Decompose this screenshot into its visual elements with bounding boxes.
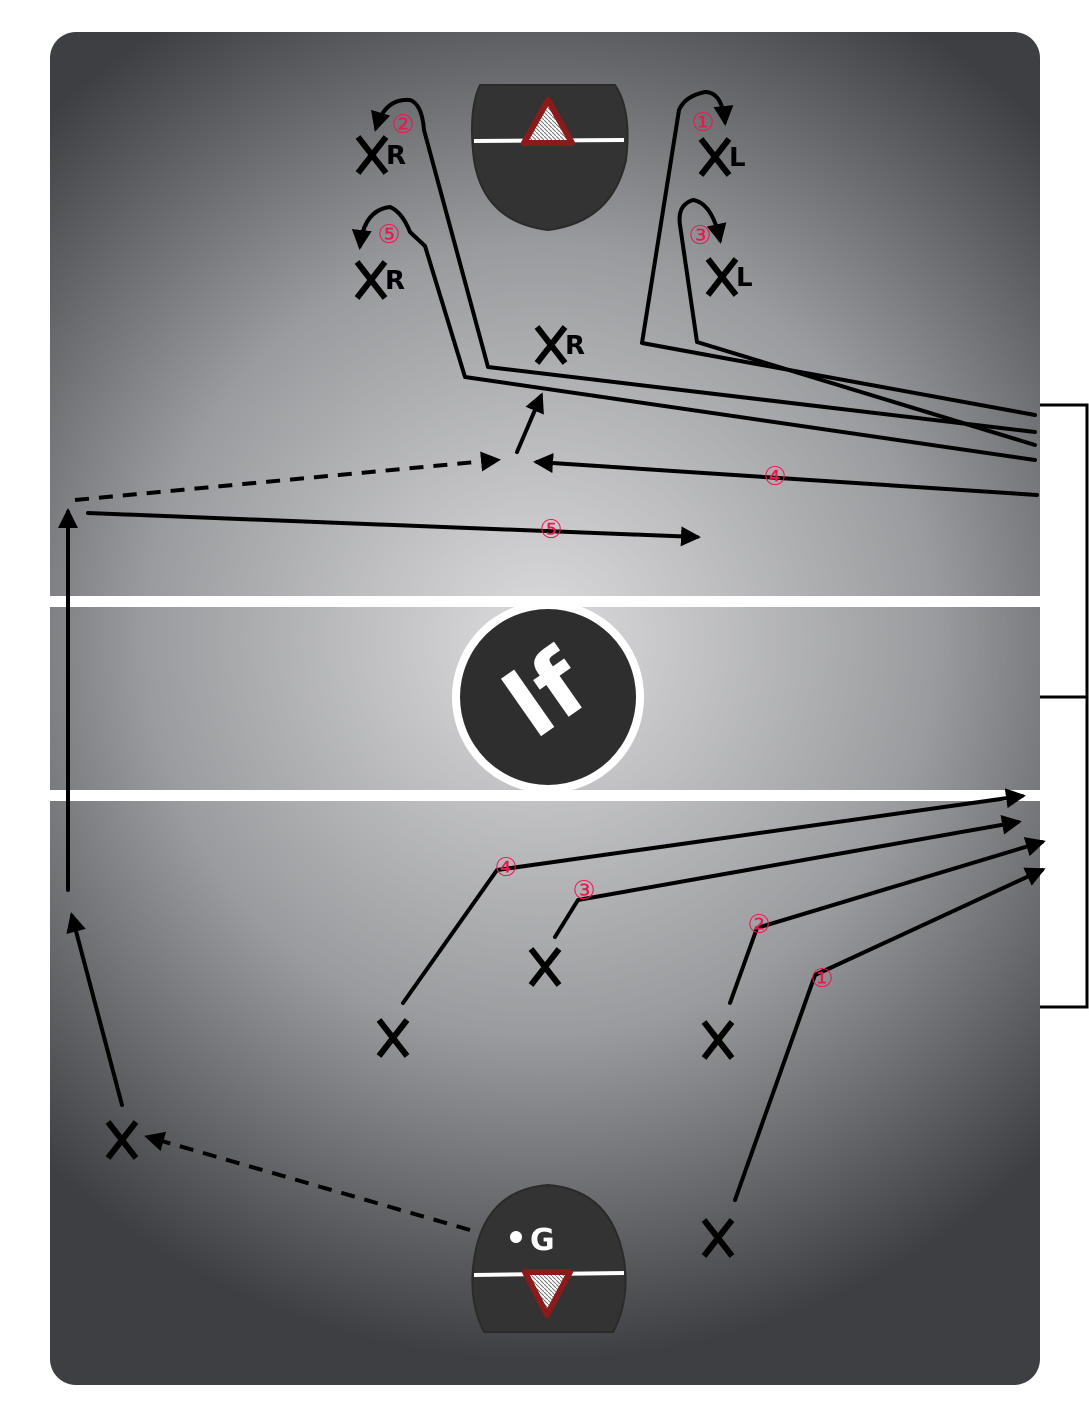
player-top-1[interactable]: R bbox=[355, 135, 406, 175]
player-bottom-1[interactable] bbox=[528, 947, 562, 987]
goal-net-icon bbox=[522, 1269, 573, 1318]
route-1 bbox=[640, 90, 1037, 417]
player-top-2[interactable]: R bbox=[354, 260, 405, 300]
route-number: ④ bbox=[494, 853, 517, 883]
player-top-3[interactable]: R bbox=[534, 325, 585, 365]
route-number: ② bbox=[391, 110, 414, 140]
route-number: ① bbox=[810, 964, 833, 994]
bottom-goal: G bbox=[471, 1183, 627, 1333]
route-number: ⑤ bbox=[377, 220, 400, 250]
player-bottom-2[interactable] bbox=[376, 1018, 410, 1058]
route-number: ③ bbox=[572, 876, 595, 906]
route-b3 bbox=[553, 814, 1022, 939]
svg-text:R: R bbox=[385, 266, 405, 296]
player-bottom-3[interactable] bbox=[701, 1020, 735, 1060]
route-number: ③ bbox=[688, 221, 711, 251]
route-numbers: ② ⑤ ① ③ ④ ⑤ ④ ③ ② ① bbox=[377, 108, 833, 994]
route-b2 bbox=[728, 837, 1046, 1005]
route-b1 bbox=[733, 867, 1046, 1202]
routes bbox=[58, 90, 1046, 1232]
svg-text:R: R bbox=[386, 141, 406, 171]
route-left-diag bbox=[66, 912, 124, 1107]
svg-text:L: L bbox=[729, 143, 746, 173]
route-4-pass bbox=[533, 453, 1039, 497]
route-cut bbox=[515, 392, 544, 454]
midfield-line-bottom bbox=[50, 790, 1040, 801]
route-number: ① bbox=[691, 108, 714, 138]
route-b4 bbox=[401, 788, 1026, 1005]
player-top-4[interactable]: L bbox=[698, 137, 746, 177]
route-number: ④ bbox=[763, 462, 786, 492]
player-bottom-5[interactable] bbox=[105, 1120, 139, 1160]
goalie-label: G bbox=[530, 1223, 555, 1258]
top-goal bbox=[471, 84, 629, 232]
route-dashed-bottom bbox=[144, 1131, 471, 1232]
route-5-pass bbox=[86, 511, 701, 547]
ball-icon bbox=[510, 1231, 522, 1243]
player-top-5[interactable]: L bbox=[705, 257, 753, 297]
bracket bbox=[1040, 403, 1089, 1009]
svg-text:L: L bbox=[736, 263, 753, 293]
player-bottom-4[interactable] bbox=[701, 1218, 735, 1258]
route-number: ⑤ bbox=[539, 515, 562, 545]
goal-net-icon bbox=[521, 97, 575, 146]
route-3 bbox=[677, 198, 1037, 447]
route-2 bbox=[371, 97, 1037, 434]
logo: lf bbox=[452, 601, 644, 793]
route-5 bbox=[351, 205, 1037, 462]
svg-text:R: R bbox=[565, 331, 585, 361]
route-number: ② bbox=[747, 910, 770, 940]
